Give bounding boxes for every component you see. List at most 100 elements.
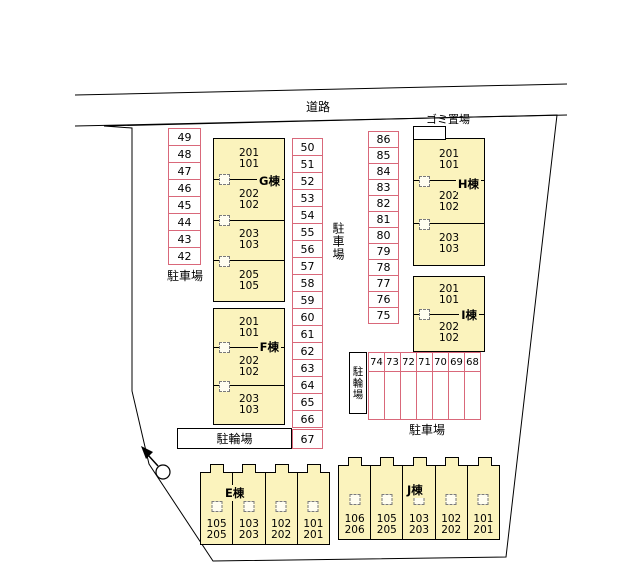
parking-space-68: 68	[464, 352, 481, 372]
stairs-icon	[445, 494, 457, 505]
parking-space-56: 56	[292, 240, 323, 258]
parking-space-72: 72	[400, 352, 417, 372]
parking-space-46: 46	[168, 179, 201, 197]
parking-space-55: 55	[292, 223, 323, 241]
entrance-porch	[348, 457, 362, 466]
unit-number-upper: 102	[271, 518, 292, 530]
garbage-area-box	[413, 126, 446, 140]
parking-space-59: 59	[292, 291, 323, 309]
stairs-icon	[419, 219, 430, 230]
parking-slot	[416, 371, 433, 420]
unit-number-upper: 201	[438, 147, 460, 160]
parking-slot	[432, 371, 449, 420]
parking-slot	[368, 371, 385, 420]
entrance-porch	[242, 464, 256, 473]
unit-number-upper: 105	[376, 513, 397, 525]
parking-space-73: 73	[384, 352, 401, 372]
stairs-icon	[219, 174, 230, 185]
parking-space-47: 47	[168, 162, 201, 180]
parking-space-81: 81	[368, 211, 399, 228]
unit-number-lower: 206	[344, 524, 365, 536]
parking-space-67: 67	[292, 429, 323, 449]
road-label: 道路	[305, 100, 330, 114]
parking-space-53: 53	[292, 189, 323, 207]
parking-space-54: 54	[292, 206, 323, 224]
parking-space-45: 45	[168, 196, 201, 214]
garbage-area-label: ゴミ置場	[426, 113, 470, 126]
parking-space-58: 58	[292, 274, 323, 292]
unit-number-upper: 106	[344, 513, 365, 525]
parking-space-57: 57	[292, 257, 323, 275]
parking-space-63: 63	[292, 359, 323, 377]
stairs-icon	[307, 501, 319, 512]
parking-slot	[448, 371, 465, 420]
parking-space-51: 51	[292, 155, 323, 173]
unit-number-lower: 201	[303, 529, 324, 541]
unit-number-lower: 103	[238, 404, 260, 417]
unit-number-lower: 103	[238, 239, 260, 252]
site-boundary	[103, 114, 558, 562]
unit-number-upper: 203	[438, 232, 460, 245]
parking-space-48: 48	[168, 145, 201, 163]
road-line-upper	[74, 83, 568, 96]
parking-space-64: 64	[292, 376, 323, 394]
unit-number-upper: 101	[473, 513, 494, 525]
unit-number-lower: 103	[438, 243, 460, 256]
stairs-icon	[419, 309, 430, 320]
parking-label-center: 駐車場	[331, 221, 345, 261]
unit-number-upper: 205	[238, 269, 260, 282]
parking-space-42: 42	[168, 247, 201, 265]
unit-number-lower: 202	[271, 529, 292, 541]
unit-number-upper: 103	[408, 513, 430, 525]
unit-number-upper: 201	[238, 315, 260, 328]
bicycle-parking-left: 駐輪場	[177, 428, 292, 449]
parking-slot	[384, 371, 401, 420]
parking-space-66: 66	[292, 410, 323, 428]
unit-number-upper: 102	[441, 513, 462, 525]
unit-number-upper: 202	[438, 189, 460, 202]
unit-number-lower: 203	[238, 529, 259, 541]
parking-space-49: 49	[168, 128, 201, 146]
building-i-name: I棟	[459, 307, 479, 323]
stairs-icon	[219, 215, 230, 226]
parking-space-75: 75	[368, 307, 399, 324]
building-j-name: J棟	[405, 482, 425, 498]
stairs-icon	[381, 494, 393, 505]
parking-space-80: 80	[368, 227, 399, 244]
unit-number-lower: 205	[376, 524, 397, 536]
unit-number-lower: 101	[238, 157, 260, 170]
parking-slot	[400, 371, 417, 420]
parking-space-60: 60	[292, 308, 323, 326]
unit-number-upper: 101	[303, 518, 324, 530]
parking-space-70: 70	[432, 352, 449, 372]
parking-space-82: 82	[368, 195, 399, 212]
stairs-icon	[349, 494, 361, 505]
